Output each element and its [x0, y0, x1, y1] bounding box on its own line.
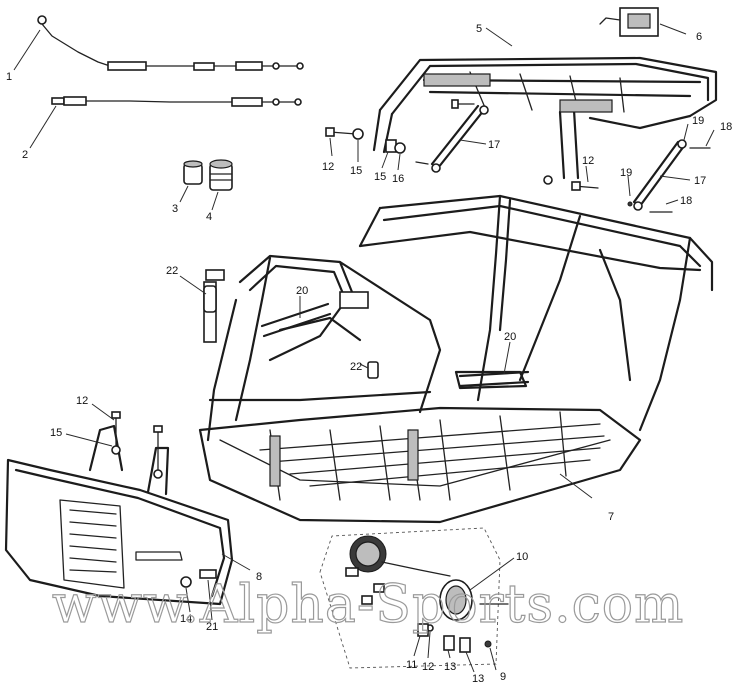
callout-1: 1	[6, 71, 12, 83]
callout-3: 3	[172, 203, 178, 215]
callout-22-left: 22	[166, 265, 178, 277]
part-22-peg-left	[203, 285, 217, 313]
part-22-peg-center	[367, 361, 379, 379]
callout-11: 11	[406, 659, 417, 671]
part-20-crossbar-rear	[458, 370, 530, 388]
callout-15-top-a: 15	[350, 165, 362, 177]
callout-14: 14	[180, 613, 192, 625]
part-17-strut-left	[430, 104, 489, 173]
callout-20-front: 20	[296, 285, 308, 297]
part-7-main-frame	[198, 194, 714, 524]
callout-12-top-left: 12	[322, 161, 334, 173]
part-6-switch-box	[599, 7, 659, 37]
callout-6: 6	[696, 31, 702, 43]
bolts-hardware-front	[111, 411, 217, 588]
bolts-hardware-top	[325, 99, 711, 213]
callout-12-top-right: 12	[582, 155, 594, 167]
watermark-text: www.Alpha-Sports.com	[52, 575, 684, 635]
callout-8: 8	[256, 571, 262, 583]
part-20-crossbar-front	[260, 302, 332, 338]
part-5-roof-rack	[372, 56, 718, 180]
part-3-cap	[183, 160, 203, 185]
callout-19-top: 19	[692, 115, 704, 127]
callout-22-center: 22	[350, 361, 362, 373]
callout-21: 21	[206, 621, 218, 633]
callout-19-bottom: 19	[620, 167, 632, 179]
callout-16: 16	[392, 173, 404, 185]
callout-12-headlight: 12	[422, 661, 434, 673]
part-4-plug	[209, 159, 233, 191]
callout-labels: 1 2 3 4 5 6 7 8 9 10 11 12 12 12 12 13 1…	[6, 23, 732, 685]
part-10-headlight-assembly	[319, 527, 509, 669]
callout-10: 10	[516, 551, 528, 563]
callout-20-rear: 20	[504, 331, 516, 343]
callout-15-front: 15	[50, 427, 62, 439]
callout-18-top: 18	[720, 121, 732, 133]
leader-lines	[13, 23, 715, 673]
callout-17-right: 17	[694, 175, 706, 187]
callout-7: 7	[608, 511, 614, 523]
part-8-front-bumper	[4, 424, 234, 606]
callout-5: 5	[476, 23, 482, 35]
part-17-strut-right	[632, 139, 687, 211]
part-1-throttle-cable	[37, 15, 304, 71]
callout-13-right: 13	[472, 673, 484, 685]
callout-15-top-b: 15	[374, 171, 386, 183]
part-2-cable	[51, 96, 302, 107]
callout-18-bottom: 18	[680, 195, 692, 207]
callout-17-left: 17	[488, 139, 500, 151]
callout-9: 9	[500, 671, 506, 683]
callout-12-front: 12	[76, 395, 88, 407]
callout-4: 4	[206, 211, 212, 223]
callout-2: 2	[22, 149, 28, 161]
callout-13-left: 13	[444, 661, 456, 673]
